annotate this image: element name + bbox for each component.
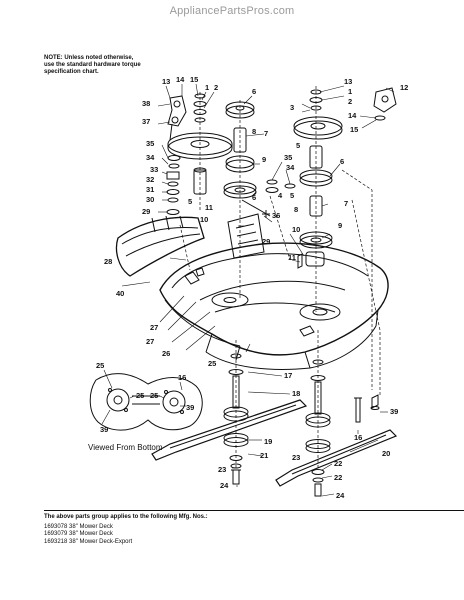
callout-5-mid: 5 [290,191,294,200]
callout-labels: 13 14 15 1 2 6 38 37 35 34 33 32 31 30 2… [96,75,408,500]
callout-22-b: 22 [334,473,342,482]
applicability-footer: The above parts group applies to the fol… [44,514,464,546]
left-blade [151,399,308,461]
callout-25-inset-mid-a: 25 [136,391,144,400]
viewed-from-bottom-caption: Viewed From Bottom [88,443,163,452]
footer-model-item: 1693218 38" Mower Deck-Export [44,538,133,545]
callout-20: 20 [382,449,390,458]
right-pulley-assembly [293,89,343,267]
callout-35: 35 [146,139,154,148]
callout-40: 40 [116,289,124,298]
callout-27-a: 27 [150,323,158,332]
left-spindle-shaft [223,353,249,422]
right-idler-bracket [373,87,397,121]
callout-1: 1 [205,83,209,92]
callout-5-left: 5 [188,197,192,206]
callout-18: 18 [292,389,300,398]
callout-35-right: 35 [284,153,292,162]
footer-heading: The above parts group applies to the fol… [44,514,208,520]
callout-16-right: 16 [354,433,362,442]
callout-9-left: 9 [262,155,266,164]
callout-23-left: 23 [218,465,226,474]
callout-16-inset: 16 [178,373,186,382]
callout-9-right: 9 [338,221,342,230]
footer-model-item: 1693079 38" Mower Deck [44,531,113,537]
callout-15-right: 15 [350,125,358,134]
callout-34-right: 34 [286,163,295,172]
callout-1-right: 1 [348,87,352,96]
center-hardware [262,179,303,269]
alignment-lines [179,86,381,470]
callout-4: 4 [278,191,283,200]
callout-17: 17 [284,371,292,380]
mower-deck-shell [159,242,389,370]
left-blade-hardware [223,433,249,485]
callout-7-left: 7 [264,129,268,138]
callout-13-right: 13 [344,77,352,86]
callout-39-right: 39 [390,407,398,416]
callout-30: 30 [146,195,154,204]
callout-23-right: 23 [292,453,300,462]
callout-leaders [101,83,395,497]
callout-37: 37 [142,117,150,126]
callout-28: 28 [104,257,112,266]
callout-29-mid: 29 [262,237,270,246]
note-line-1: NOTE: Unless noted otherwise, [44,55,134,61]
callout-27-b: 27 [146,337,154,346]
callout-32: 32 [146,175,154,184]
right-blade-hardware [305,439,331,497]
callout-10-right: 10 [292,225,300,234]
right-blade [275,429,398,487]
callout-6-right: 6 [340,157,344,166]
note-line-3: specification chart. [44,69,99,75]
footer-model-item: 1693078 38" Mower Deck [44,523,113,530]
callout-26: 26 [162,349,170,358]
callout-14: 14 [176,75,185,84]
right-spindle-shaft [305,359,331,428]
callout-21: 21 [260,451,268,460]
callout-36: 36 [272,211,280,220]
callout-33: 33 [150,165,158,174]
callout-8-left: 8 [252,127,256,136]
callout-25-deck: 25 [208,359,216,368]
callout-13: 13 [162,77,170,86]
callout-29-left: 29 [142,207,150,216]
belt-guard-bracket [227,199,271,259]
callout-10-left: 10 [200,215,208,224]
callout-24-left: 24 [220,481,229,490]
callout-6-mid: 6 [252,193,256,202]
callout-25-inset-top: 25 [96,361,104,370]
callout-12: 12 [400,83,408,92]
callout-31: 31 [146,185,154,194]
footer-divider [44,510,464,511]
callout-38: 38 [142,99,150,108]
callout-22-a: 22 [334,459,342,468]
callout-15: 15 [190,75,198,84]
callout-5-right: 5 [296,141,300,150]
callout-14-right: 14 [348,111,357,120]
callout-19: 19 [264,437,272,446]
callout-11: 11 [205,203,213,212]
callout-2-right: 2 [348,97,352,106]
deck-bolts [354,394,380,423]
idler-arm-bracket [167,95,187,141]
note-line-2: use the standard hardware torque [44,62,141,68]
callout-39-inset-right: 39 [186,403,194,412]
callout-34: 34 [146,153,155,162]
discharge-chute [115,215,205,277]
callout-39-inset-left: 39 [100,425,108,434]
callout-6: 6 [252,87,256,96]
callout-24-right: 24 [336,491,345,500]
callout-7-right: 7 [344,199,348,208]
callout-2: 2 [214,83,218,92]
callout-3: 3 [290,103,294,112]
callout-25-inset-mid-b: 25 [150,391,158,400]
callout-11-right: 11 [288,253,296,262]
torque-note: NOTE: Unless noted otherwise, use the st… [44,55,244,76]
watermark: AppliancePartsPros.com [169,5,295,17]
callout-8-right: 8 [294,205,298,214]
bottom-view-inset [89,373,203,431]
